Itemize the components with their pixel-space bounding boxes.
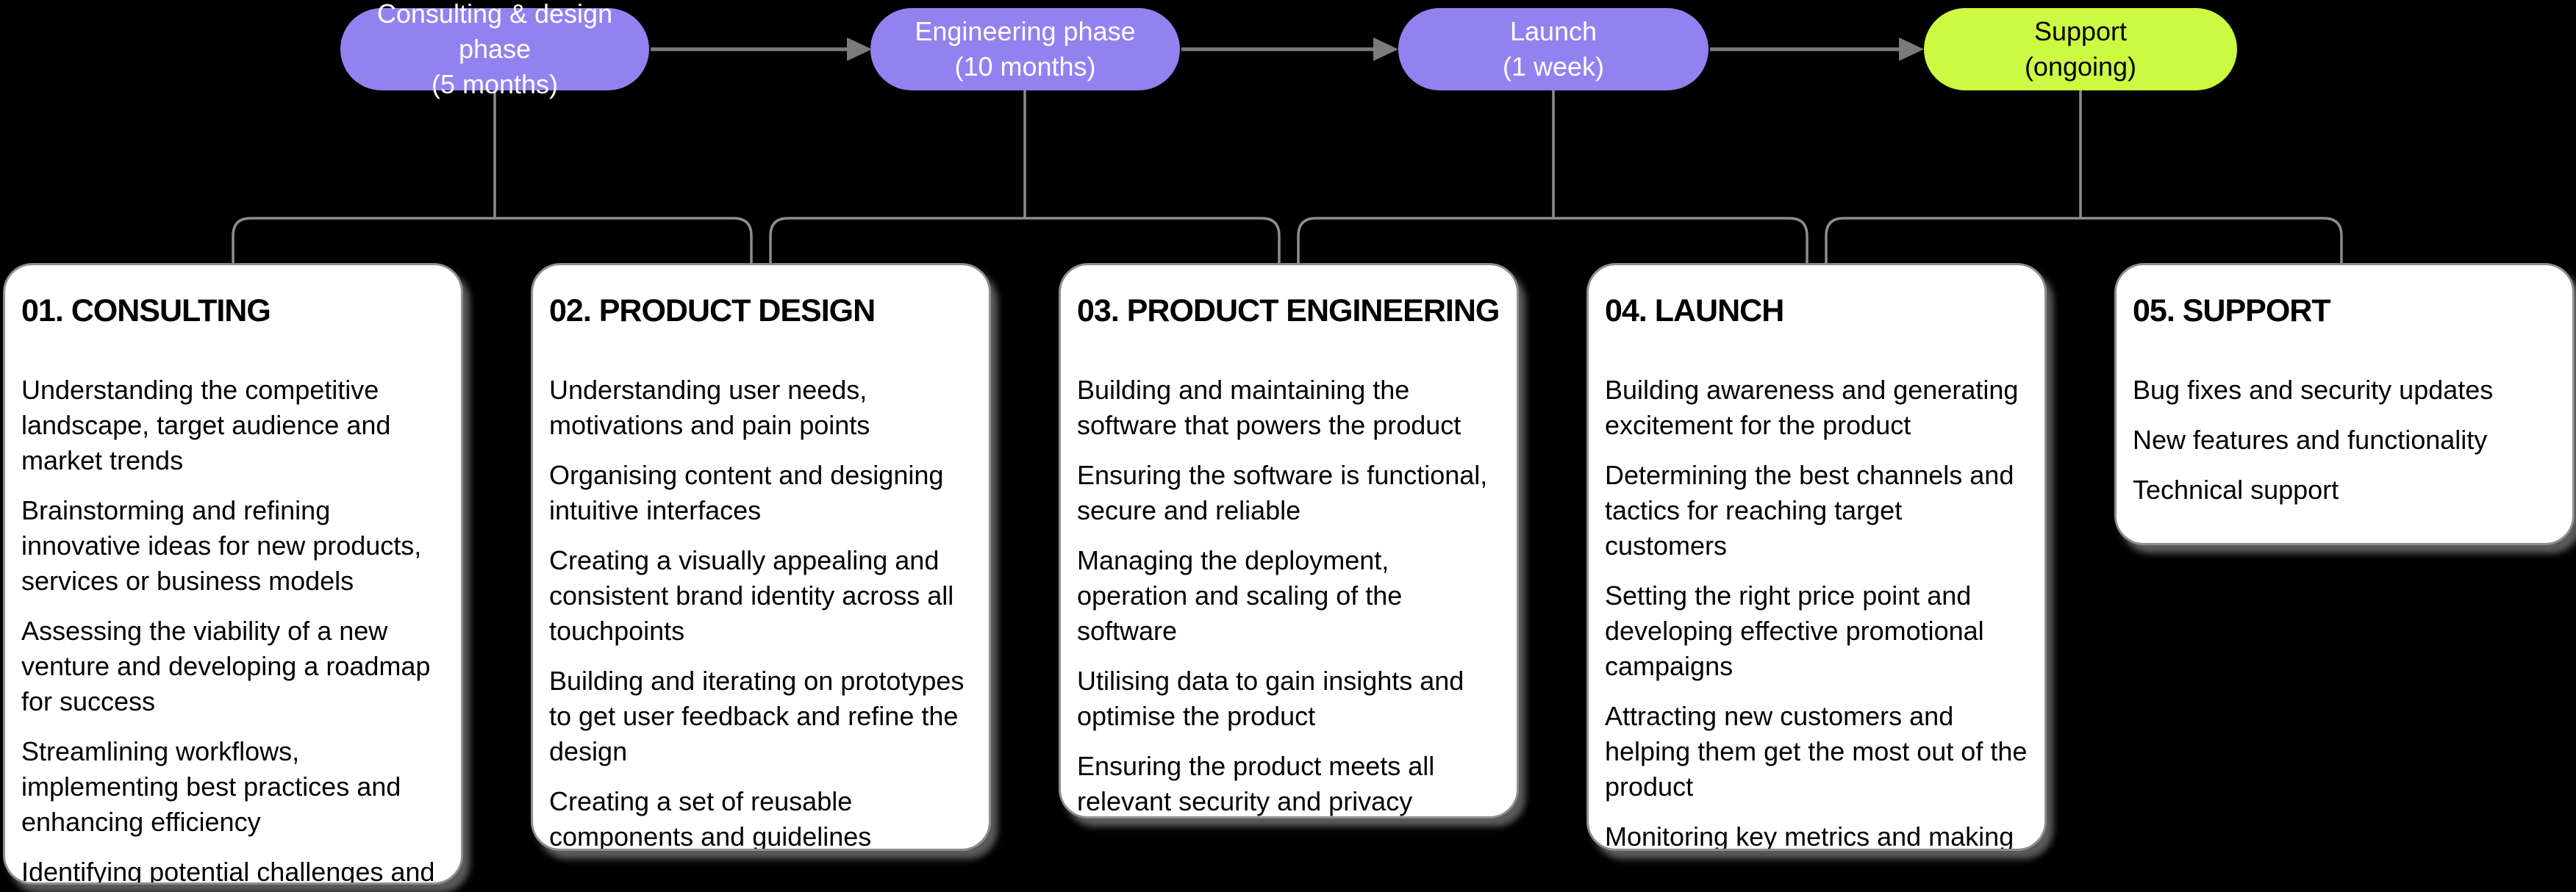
card-item: Brainstorming and refining innovative id…	[21, 495, 422, 596]
process-card-3: 03. PRODUCT ENGINEERING Building and mai…	[1059, 263, 1519, 819]
card-item: Streamlining workflows, implementing bes…	[21, 736, 401, 837]
process-card-5: 05. SUPPORT Bug fixes and security updat…	[2114, 263, 2575, 545]
arrow-right-icon	[1899, 37, 1924, 61]
card-item: Managing the deployment, operation and s…	[1077, 545, 1403, 646]
card-item: New features and functionality	[2133, 425, 2488, 455]
card-item: Ensuring the product meets all relevant …	[1077, 751, 1435, 816]
card-item: Understanding the competitive landscape,…	[21, 375, 391, 475]
phase-name: Engineering phase	[915, 16, 1136, 46]
card-item: Assessing the viability of a new venture…	[21, 616, 431, 716]
card-item: Creating a visually appealing and consis…	[549, 545, 954, 646]
card-item: Building and iterating on prototypes to …	[549, 666, 965, 766]
phase-name: Support	[2033, 16, 2128, 46]
card-item: Utilising data to gain insights and opti…	[1077, 666, 1464, 731]
process-card-1: 01. CONSULTING Understanding the competi…	[3, 263, 463, 885]
card-item: Creating a set of reusable components an…	[549, 786, 872, 851]
phase-pill-3: Launch (1 week)	[1398, 8, 1709, 90]
card-title: 01. CONSULTING	[21, 293, 271, 328]
card-item: Building awareness and generating excite…	[1605, 375, 2019, 440]
connector-bracket	[769, 217, 1281, 264]
card-title: 02. PRODUCT DESIGN	[549, 293, 876, 328]
connector-bracket	[1297, 217, 1808, 264]
card-item: Organising content and designing intuiti…	[549, 460, 944, 525]
phase-duration: (1 week)	[1502, 51, 1605, 82]
phase-pill-4: Support (ongoing)	[1924, 8, 2237, 90]
card-item: Monitoring key metrics and making adjust…	[1605, 821, 2014, 851]
connector-bracket	[1825, 217, 2343, 264]
card-item: Determining the best channels and tactic…	[1605, 460, 2014, 561]
card-item: Building and maintaining the software th…	[1077, 375, 1461, 440]
process-card-4: 04. LAUNCH Building awareness and genera…	[1586, 263, 2047, 851]
phase-duration: (5 months)	[431, 69, 559, 99]
card-title: 04. LAUNCH	[1605, 293, 1784, 328]
card-item: Ensuring the software is functional, sec…	[1077, 460, 1488, 525]
card-item: Technical support	[2133, 475, 2339, 505]
process-card-2: 02. PRODUCT DESIGN Understanding user ne…	[531, 263, 991, 851]
card-title: 03. PRODUCT ENGINEERING	[1077, 293, 1500, 328]
card-item: Setting the right price point and develo…	[1605, 580, 1984, 681]
card-item: Understanding user needs, motivations an…	[549, 375, 870, 440]
connector-bracket	[232, 217, 753, 264]
card-item: Bug fixes and security updates	[2133, 375, 2494, 405]
card-title: 05. SUPPORT	[2133, 293, 2331, 328]
card-item: Identifying potential challenges and dev…	[21, 857, 435, 885]
phase-pill-1: Consulting & design phase (5 months)	[340, 0, 649, 99]
phase-pill-2: Engineering phase (10 months)	[870, 8, 1180, 90]
phase-duration: (ongoing)	[2024, 51, 2137, 82]
arrow-right-icon	[1373, 37, 1398, 61]
phase-duration: (10 months)	[954, 51, 1096, 82]
phase-name: Consulting & design phase	[376, 0, 613, 64]
phase-name: Launch	[1509, 16, 1598, 46]
card-item: Attracting new customers and helping the…	[1605, 701, 2028, 802]
arrow-right-icon	[847, 37, 872, 61]
